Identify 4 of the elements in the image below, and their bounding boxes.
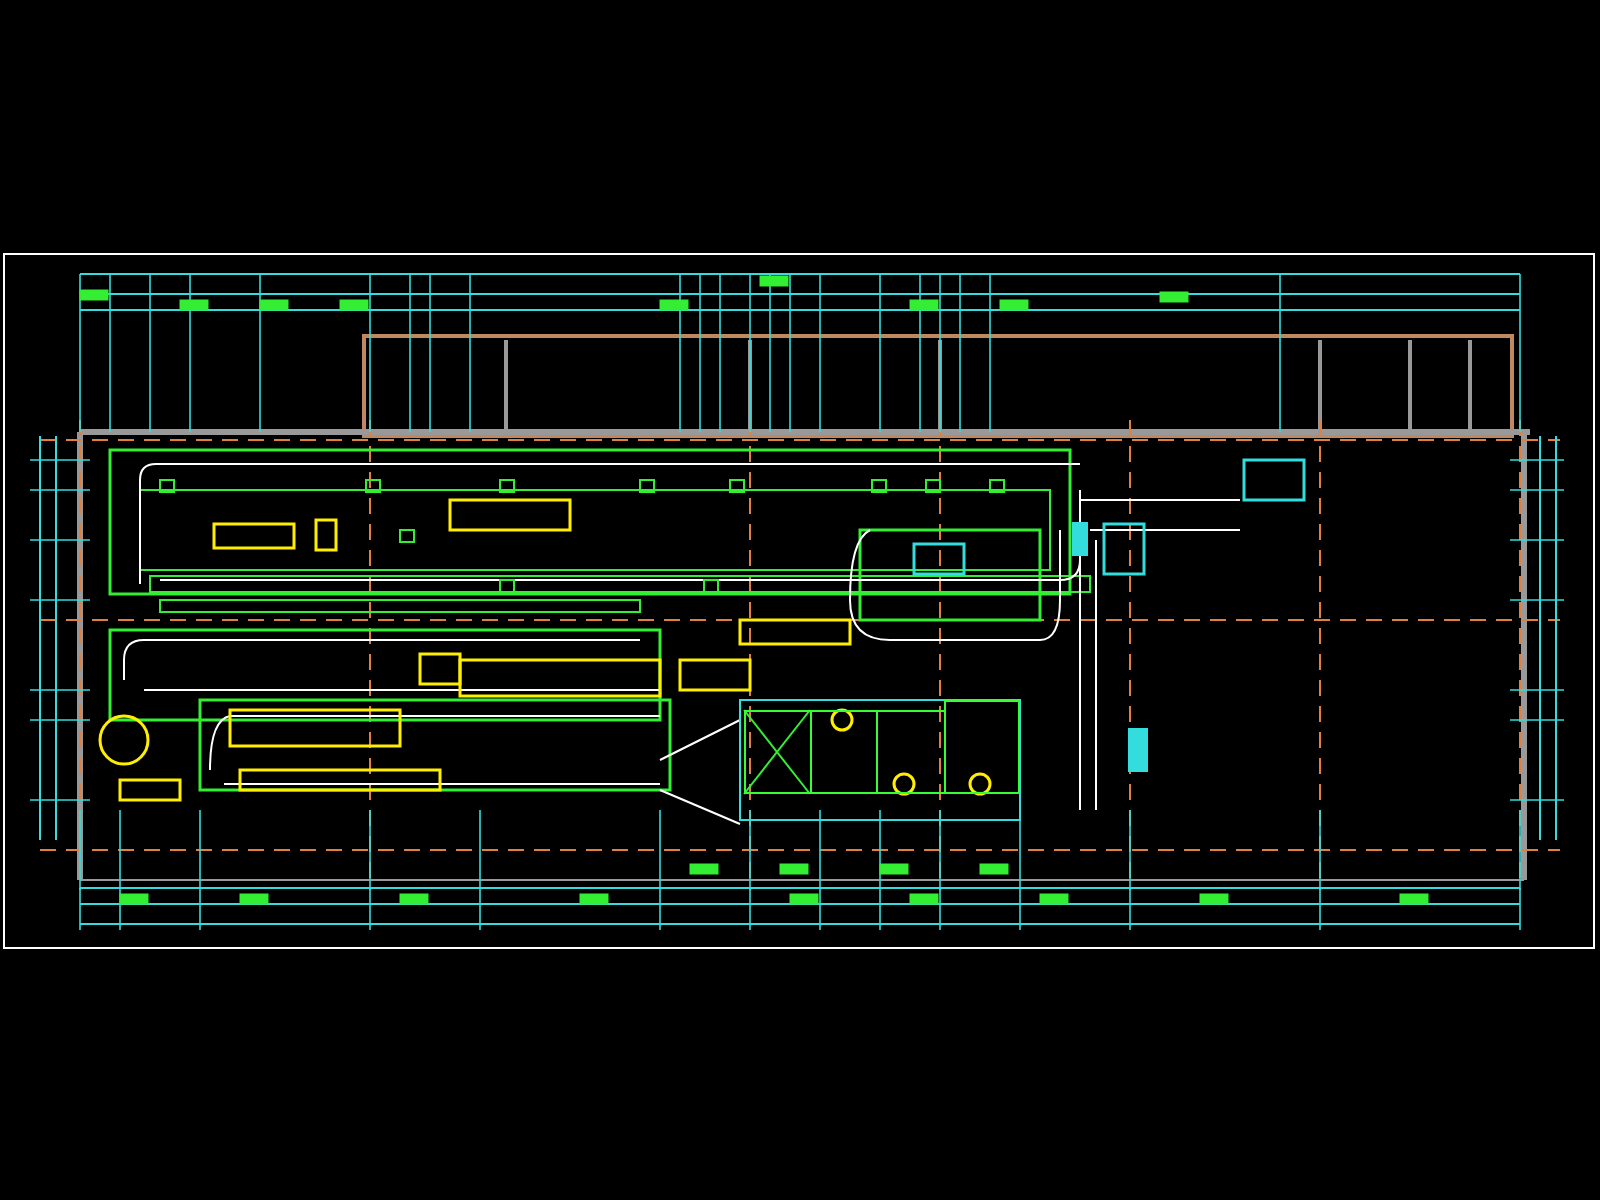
booth-room: [876, 710, 946, 794]
booth-room: [944, 700, 1020, 794]
booth-room: [744, 710, 812, 794]
booth-room: [810, 710, 878, 794]
